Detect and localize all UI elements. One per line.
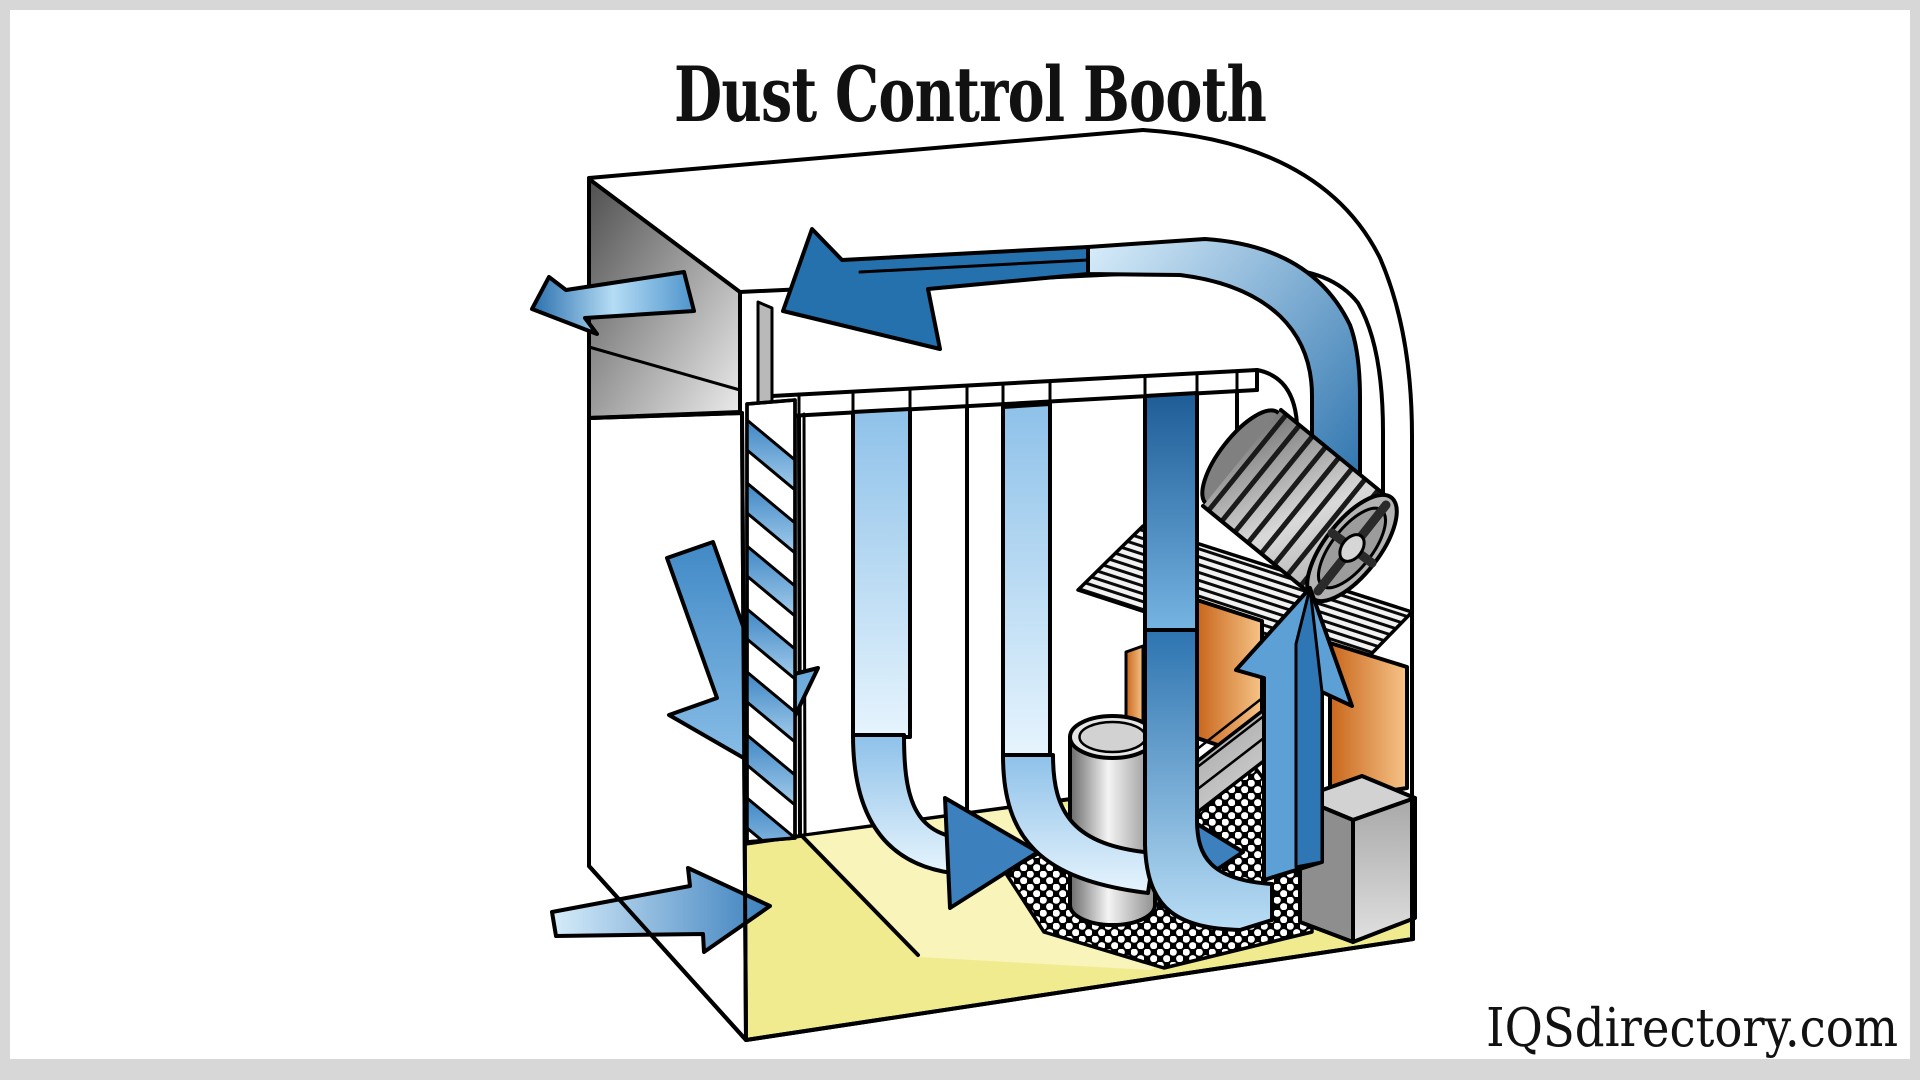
top-duct-left-arrow: [781, 227, 1090, 351]
up-flow-arrow: [1234, 586, 1354, 882]
curtain1-arrowhead: [943, 796, 1040, 910]
booth-outline: [587, 411, 1415, 1042]
inlet-louver-filter: [745, 398, 797, 844]
watermark: IQSdirectory.com: [1486, 998, 1898, 1059]
air-curtain-3: [1143, 391, 1274, 932]
blower-fan: [1200, 408, 1399, 604]
fan-end-face: [1305, 492, 1399, 604]
floor-inlet-arrow: [550, 866, 772, 954]
diagram-title: Dust Control Booth: [674, 50, 1267, 139]
floor-seam: [800, 834, 920, 957]
exhaust-outlet-arrow: [530, 270, 696, 336]
right-outer-wall: [1141, 128, 1414, 941]
air-curtain-1: [851, 407, 1040, 910]
